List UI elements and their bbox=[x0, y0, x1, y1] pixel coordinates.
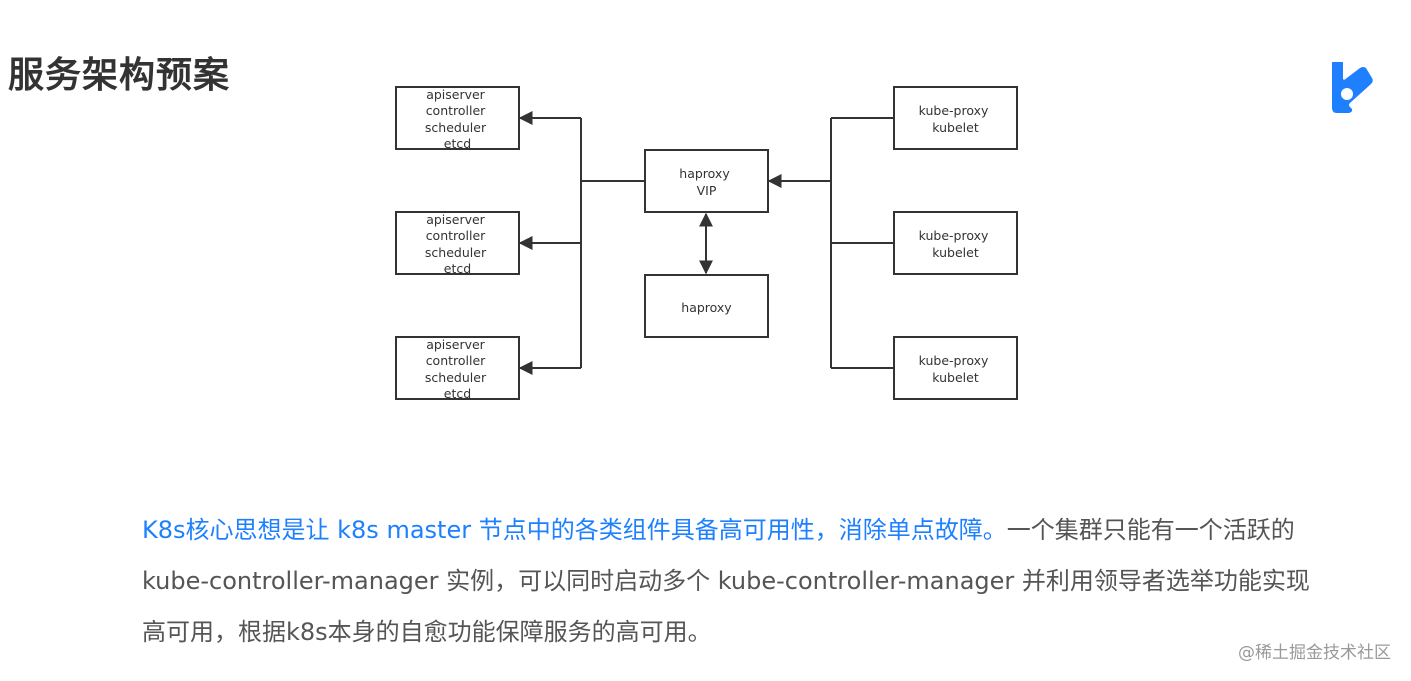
worker-2-line-1: kube-proxy bbox=[919, 228, 989, 243]
master-1-line-4: etcd bbox=[444, 136, 471, 151]
master-2-line-2: controller bbox=[426, 228, 486, 243]
description-paragraph: K8s核心思想是让 k8s master 节点中的各类组件具备高可用性，消除单点… bbox=[142, 505, 1332, 658]
master-3-line-4: etcd bbox=[444, 386, 471, 401]
master-node-1: apiserver controller scheduler etcd bbox=[395, 86, 520, 151]
master-1-line-3: scheduler bbox=[425, 120, 487, 135]
page-title: 服务架构预案 bbox=[8, 55, 231, 96]
master-3-line-3: scheduler bbox=[425, 370, 487, 385]
master-2-line-1: apiserver bbox=[426, 212, 485, 227]
juejin-logo-icon[interactable] bbox=[1328, 60, 1374, 114]
worker-1-line-1: kube-proxy bbox=[919, 103, 989, 118]
watermark: @稀土掘金技术社区 bbox=[1238, 643, 1391, 663]
svg-text:haproxy: haproxy bbox=[681, 300, 732, 315]
haproxy-backup-line-1: haproxy bbox=[681, 300, 732, 315]
svg-text:kube-proxy kubelet: kube-proxy kubelet bbox=[919, 228, 993, 260]
architecture-diagram: apiserver controller scheduler etcd apis… bbox=[380, 75, 1040, 415]
master-node-2: apiserver controller scheduler etcd bbox=[395, 211, 520, 276]
master-3-line-1: apiserver bbox=[426, 337, 485, 352]
body-text: 一个集群只能有一个活跃的 kube-controller-manager 实例，… bbox=[142, 516, 1310, 646]
svg-text:apiserver controller: apiserver controller scheduler etcd bbox=[425, 337, 490, 401]
highlighted-text: K8s核心思想是让 k8s master 节点中的各类组件具备高可用性，消除单点… bbox=[142, 516, 1007, 544]
svg-text:apiserver controller: apiserver controller scheduler etcd bbox=[425, 212, 490, 276]
worker-1-line-2: kubelet bbox=[932, 120, 979, 135]
master-node-3: apiserver controller scheduler etcd bbox=[395, 336, 520, 401]
worker-node-1: kube-proxy kubelet bbox=[893, 86, 1018, 150]
master-3-line-2: controller bbox=[426, 353, 486, 368]
worker-node-3: kube-proxy kubelet bbox=[893, 336, 1018, 400]
master-1-line-2: controller bbox=[426, 103, 486, 118]
master-1-line-1: apiserver bbox=[426, 87, 485, 102]
master-2-line-3: scheduler bbox=[425, 245, 487, 260]
worker-3-line-2: kubelet bbox=[932, 370, 979, 385]
svg-text:haproxy VIP: haproxy VIP bbox=[679, 166, 733, 198]
haproxy-vip-node: haproxy VIP bbox=[644, 149, 769, 213]
haproxy-vip-line-2: VIP bbox=[697, 183, 717, 198]
haproxy-vip-line-1: haproxy bbox=[679, 166, 730, 181]
svg-text:kube-proxy kubelet: kube-proxy kubelet bbox=[919, 353, 993, 385]
worker-3-line-1: kube-proxy bbox=[919, 353, 989, 368]
svg-text:apiserver controller: apiserver controller scheduler etcd bbox=[425, 87, 490, 151]
master-2-line-4: etcd bbox=[444, 261, 471, 276]
worker-node-2: kube-proxy kubelet bbox=[893, 211, 1018, 275]
haproxy-backup-node: haproxy bbox=[644, 274, 769, 338]
worker-2-line-2: kubelet bbox=[932, 245, 979, 260]
svg-text:kube-proxy kubelet: kube-proxy kubelet bbox=[919, 103, 993, 135]
